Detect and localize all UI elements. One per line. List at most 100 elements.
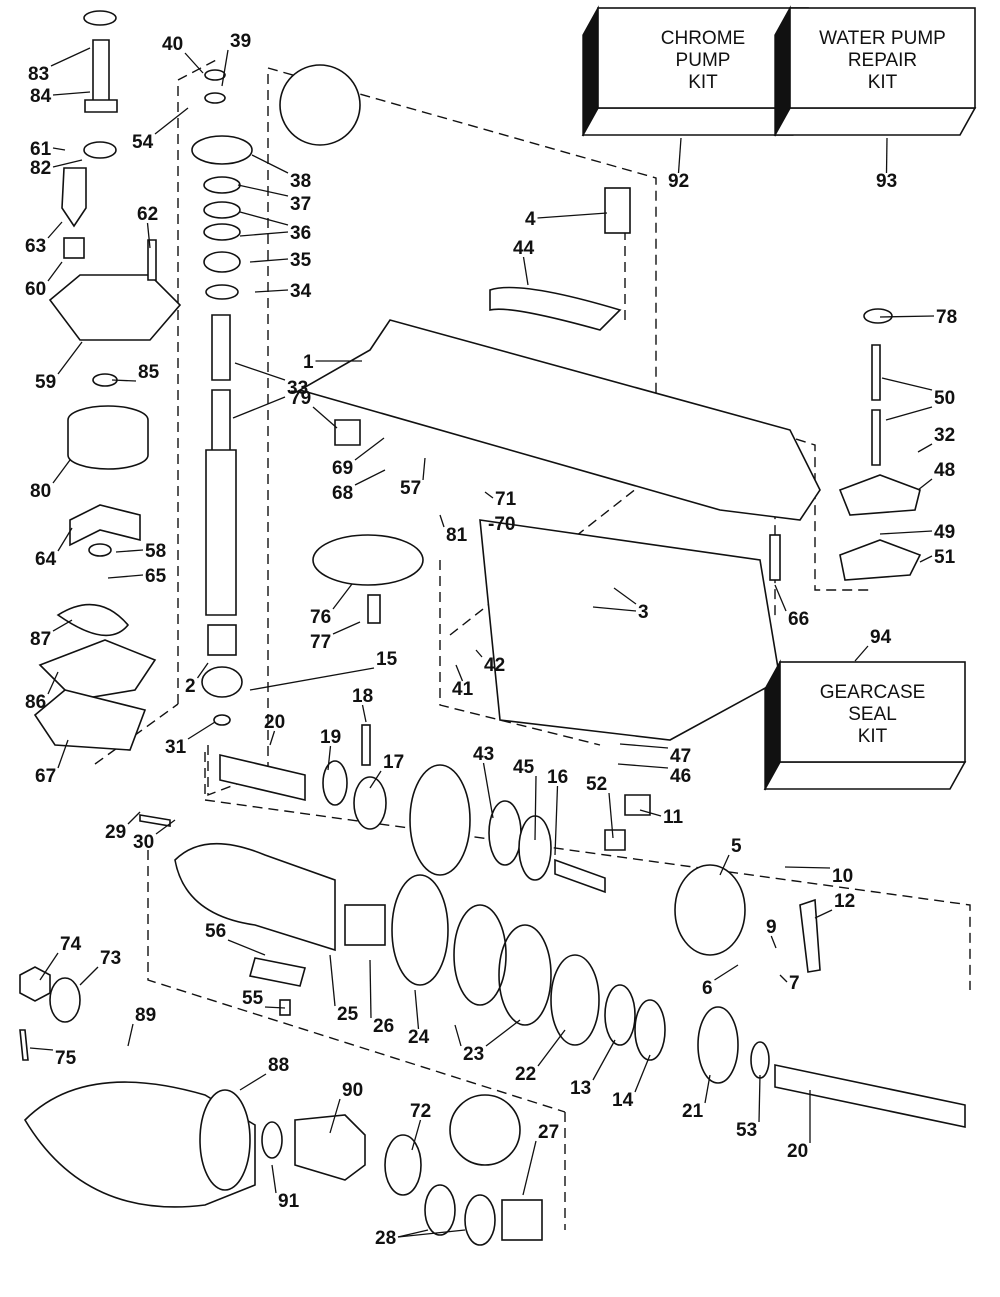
leader-line-74 [39,952,59,981]
trim-tab-79 [334,419,361,446]
callout-71: 71 [495,489,517,510]
cartridge-4 [604,187,631,234]
callout-22: 22 [515,1064,536,1085]
leader-line-57 [422,457,426,481]
leader-line-33 [234,362,286,381]
callout-88: 88 [268,1055,289,1076]
screw-62 [147,239,157,281]
leader-line-67 [57,739,69,769]
leader-line-73 [79,966,99,986]
leader-line-2 [196,662,209,679]
leader-line-3 [592,606,637,612]
leader-line-23 [485,1019,521,1047]
leader-line-56 [227,939,266,956]
kit-label-line: PUMP [676,50,731,71]
kit-box-bottom [581,107,810,136]
leader-line-35 [249,258,289,263]
callout-36: 36 [290,223,311,244]
leader-line-13 [592,1039,616,1081]
spacer-91 [261,1121,283,1159]
callout-12: 12 [834,891,855,912]
assembly-dashed-line [207,745,269,797]
assembly-dashed-line [177,57,221,704]
leader-line-66 [774,584,787,612]
callout-31: 31 [165,737,187,758]
assembly-dashed-line [267,67,657,772]
leader-lines [29,47,935,1238]
o-ring-58 [88,543,112,557]
bearing-35 [203,251,241,273]
anode-56 [248,957,307,987]
leader-line-62 [146,222,151,249]
retaining-ring-23b [498,924,552,1026]
leader-line-83 [50,47,91,67]
bearing-liner [207,624,237,656]
forward-gear-15 [409,764,471,876]
callout-58: 58 [145,541,166,562]
callout-90: 90 [342,1080,363,1101]
leader-line-92 [677,137,682,174]
shift-rod-50 [871,344,881,466]
screw-29 [139,814,171,827]
leader-line-34 [254,289,289,293]
kit-label-line: CHROME [661,28,745,49]
shift-parts-52-11 [604,794,651,851]
leader-line-41 [455,664,464,682]
callout-51: 51 [934,547,956,568]
leader-line-89 [127,1023,134,1047]
callout-43: 43 [473,744,494,765]
callout-66: 66 [788,609,809,630]
impeller-64 [69,504,141,547]
leader-line-68 [354,469,386,486]
callout-77: 77 [310,632,331,653]
callout-4: 4 [525,209,536,230]
washer-36b [203,223,241,241]
callout-83: 83 [28,64,49,85]
callout-82: 82 [30,158,51,179]
leader-line-22 [537,1029,566,1067]
washer-53 [750,1041,770,1079]
shift-housing-48 [838,474,921,516]
seal-28a [424,1184,456,1236]
callout-47: 47 [670,746,691,767]
leader-line-37 [237,184,289,197]
leader-line-29 [127,811,141,825]
leader-line-38 [251,154,289,174]
callout-6: 6 [702,978,713,999]
seal-39 [204,92,226,104]
callout-39: 39 [230,31,251,52]
callout-5: 5 [731,836,742,857]
callout-67: 67 [35,766,56,787]
callout-16: 16 [547,767,568,788]
leader-line-52 [608,792,614,839]
callout-37: 37 [290,194,311,215]
kit-label-line: KIT [688,72,718,93]
leader-line-90 [329,1098,341,1134]
leader-line-58 [115,549,144,553]
screw-66 [769,534,781,581]
propeller-shaft-20 [774,1064,966,1128]
callout-94: 94 [870,627,892,648]
callout-20b: 20 [787,1141,808,1162]
callout-11: 11 [663,807,684,828]
callout-9: 9 [766,917,777,938]
leader-line-7 [779,974,788,983]
leader-line-88 [239,1073,267,1091]
kit-box-front [597,7,809,109]
hub-90 [294,1114,366,1181]
gasket-87 [56,603,130,637]
callout-76: 76 [310,607,331,628]
callout-21: 21 [682,1101,704,1122]
leader-line-44 [522,256,529,286]
washer-13 [604,984,636,1046]
callout-85: 85 [138,362,160,383]
callout-52: 52 [586,774,607,795]
leader-line-31 [187,721,216,740]
callout-59: 59 [35,372,56,393]
shaft-20 [219,753,306,802]
leader-line-48 [917,478,933,491]
leader-line-17 [369,770,382,789]
